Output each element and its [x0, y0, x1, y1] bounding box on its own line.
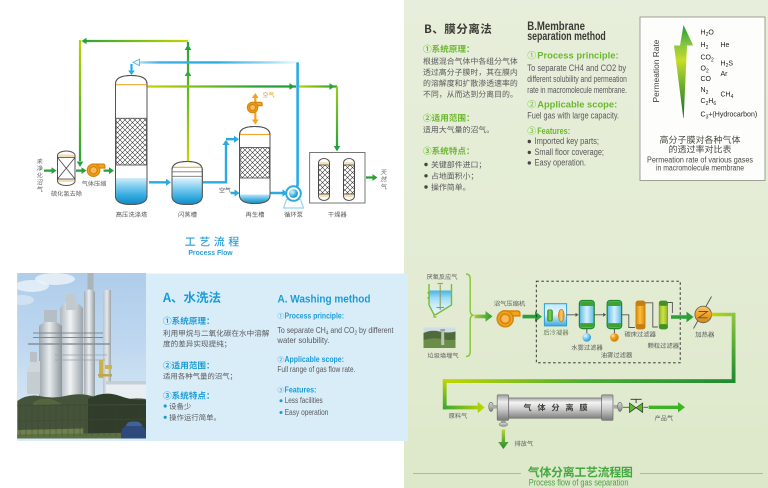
svg-text:Fuel gas with large capacity.: Fuel gas with large capacity. [527, 111, 619, 121]
svg-text:different solubility and perme: different solubility and permeation [527, 74, 627, 84]
svg-text:Easy operation: Easy operation [285, 407, 329, 417]
svg-text:in macromolecule membrane: in macromolecule membrane [656, 164, 744, 173]
svg-text:C2H6: C2H6 [701, 98, 717, 107]
svg-text:Applicable scope:: Applicable scope: [537, 100, 617, 111]
svg-text:water solubility.: water solubility. [277, 335, 330, 345]
svg-text:Ar: Ar [721, 71, 729, 78]
svg-text:rate in macromolecule membrane: rate in macromolecule membrane. [527, 85, 627, 95]
svg-text:H2S: H2S [721, 60, 734, 69]
svg-text:H2: H2 [701, 42, 709, 51]
svg-text:CO2: CO2 [701, 55, 715, 64]
svg-text:Process Flow: Process Flow [188, 248, 233, 257]
svg-text:Process principle:: Process principle: [537, 51, 618, 62]
svg-text:Imported key parts;: Imported key parts; [535, 136, 600, 146]
svg-text:B.Membrane: B.Membrane [527, 19, 585, 33]
svg-text:He: He [721, 42, 730, 49]
svg-text:separation method: separation method [527, 29, 606, 43]
svg-text:To separate CH4 and CO2 by dif: To separate CH4 and CO2 by different [277, 325, 393, 337]
svg-text:Process flow of gas separation: Process flow of gas separation [529, 478, 629, 488]
svg-text:O2: O2 [701, 66, 709, 75]
svg-text:Features:: Features: [537, 126, 570, 137]
svg-text:CO: CO [701, 76, 712, 83]
svg-text:Features:: Features: [285, 385, 317, 394]
svg-text:Applicable scope:: Applicable scope: [285, 355, 345, 364]
svg-text:Full range of gas flow rate.: Full range of gas flow rate. [277, 364, 355, 374]
svg-text:To separate CH4 and CO2 by: To separate CH4 and CO2 by [527, 63, 626, 73]
svg-text:A. Washing method: A. Washing method [278, 294, 371, 306]
svg-text:C3+(Hydrocarbon): C3+(Hydrocarbon) [701, 112, 758, 121]
svg-text:Process principle:: Process principle: [285, 312, 345, 321]
svg-text:H2O: H2O [701, 29, 715, 38]
svg-text:CH4: CH4 [721, 91, 734, 100]
svg-text:N2: N2 [701, 87, 709, 96]
svg-text:Less facilities: Less facilities [285, 395, 323, 405]
svg-text:Small floor coverage;: Small floor coverage; [535, 147, 605, 157]
svg-text:Permeation rate of various gas: Permeation rate of various gases [647, 156, 753, 165]
svg-text:Permeation Rate: Permeation Rate [651, 39, 661, 102]
svg-text:Easy operation.: Easy operation. [535, 157, 587, 167]
